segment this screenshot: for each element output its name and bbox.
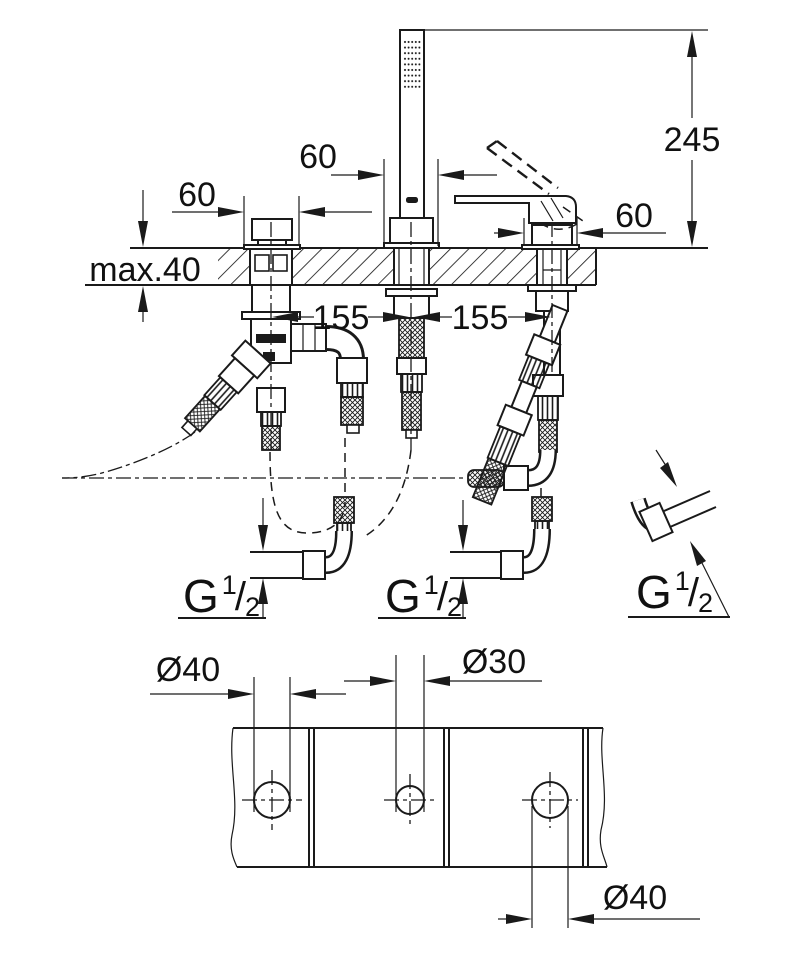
arrowhead (458, 578, 468, 604)
dim-label-245: 245 (664, 121, 721, 159)
hex-coupling (503, 465, 529, 491)
valve-plate (243, 244, 301, 250)
break-line-left (230, 727, 238, 868)
arrowhead (299, 207, 325, 217)
dim-label-155-right: 155 (452, 299, 509, 337)
hose-routing-curve (61, 431, 196, 479)
lever-raised-position (486, 147, 550, 195)
arrowhead (414, 312, 440, 322)
arrowhead (690, 541, 706, 566)
hole-label-40-left: Ø40 (156, 651, 220, 689)
dim-60-middle: 60 (299, 138, 497, 246)
break-line-right (599, 727, 608, 868)
dim-155-spacing: 155 155 (272, 299, 551, 337)
hidden-hose-middle (361, 449, 412, 539)
lever-mixer-unit (454, 140, 717, 543)
hex-coupling (290, 323, 327, 352)
arrowhead (506, 914, 532, 924)
arrowhead (687, 221, 697, 247)
shower-outlet-branch (180, 339, 273, 437)
deck-hatch-segment (292, 249, 394, 284)
arrowhead (498, 228, 524, 238)
hex-coupling (638, 501, 674, 543)
dim-deck-thickness: max.40 (89, 190, 201, 322)
arrowhead (370, 676, 396, 686)
hole-label-40-right: Ø40 (603, 879, 667, 917)
supply-pipe-right (663, 490, 711, 512)
dim-hole-40-right: Ø40 (498, 806, 700, 928)
arrowhead (138, 221, 148, 247)
hole-label-30-middle: Ø30 (462, 643, 526, 681)
arrowhead (687, 31, 697, 57)
dim-label-max40: max.40 (89, 251, 201, 289)
deck-hatch-segment (218, 249, 250, 284)
arrowhead (458, 525, 468, 551)
arrowhead (525, 312, 551, 322)
arrowhead (383, 312, 409, 322)
mixer-hose-diagonal (471, 303, 569, 506)
hex-coupling (302, 550, 326, 580)
arrowhead (577, 228, 603, 238)
dim-hole-40-left: Ø40 (150, 651, 346, 812)
shower-inlet-detail (406, 197, 418, 203)
dim-label-60-middle: 60 (299, 138, 337, 176)
dimensions-top-view: 60 60 60 245 (89, 29, 730, 622)
g-half-elbow-left (250, 496, 355, 580)
arrowhead (438, 170, 464, 180)
dim-245-height: 245 (424, 29, 721, 247)
arrowhead (424, 676, 450, 686)
arrowhead (258, 525, 268, 551)
hex-coupling (336, 357, 368, 384)
dim-hole-30-middle: Ø30 (344, 643, 542, 812)
dim-label-60-left: 60 (178, 176, 216, 214)
dim-label-60-right: 60 (615, 197, 653, 235)
deck-hatch-segment (567, 249, 596, 284)
dim-label-155-left: 155 (313, 299, 370, 337)
arrowhead (258, 578, 268, 604)
arrowhead (228, 689, 254, 699)
arrowhead (660, 462, 677, 487)
bottom-plan-view (230, 727, 608, 868)
mixer-plate (521, 244, 580, 250)
arrowhead (290, 689, 316, 699)
dim-60-left: 60 (172, 176, 372, 246)
supply-connections (61, 222, 553, 580)
deck-hatch-segment (429, 249, 537, 284)
valve-knob (251, 218, 293, 241)
arrowhead (272, 312, 298, 322)
arrowhead (358, 170, 384, 180)
arrowhead (138, 286, 148, 312)
dimensions-plan-view: Ø40 Ø30 Ø40 (150, 643, 700, 928)
lever-handle (454, 195, 577, 224)
spray-face-icon (403, 39, 421, 91)
hex-coupling (500, 550, 524, 580)
g-half-elbow-middle (450, 496, 553, 580)
arrowhead (568, 914, 594, 924)
arrowhead (218, 207, 244, 217)
dim-60-right: 60 (494, 197, 666, 246)
